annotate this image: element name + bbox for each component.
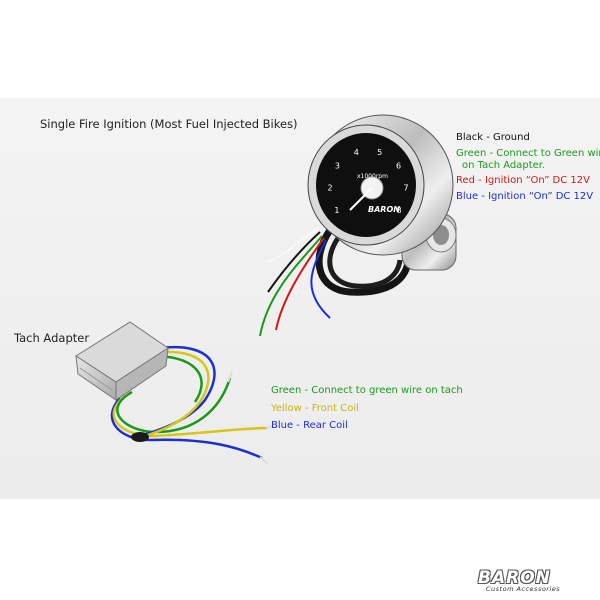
gauge-unit-text: x1000rpm [357,173,388,180]
gauge-wire-blue [310,239,331,319]
wire-label-black: Black - Ground [456,132,530,143]
tach-adapter-box [75,321,169,401]
brand-tagline: Custom Accessories [486,585,561,593]
adapter-wire-blue [110,397,263,460]
adapter-wires [110,345,277,465]
adapter-wire-yellow-2 [137,350,210,440]
tach-adapter-label: Tach Adapter [14,331,90,345]
tachometer-gauge: 1 2 3 4 5 6 7 8 x1000rpm BARON [307,114,454,256]
wire-label-green: Green - Connect to Green wire [456,148,600,159]
adapter-wire-green-2 [157,354,203,403]
dial-number-1: 1 [334,206,339,215]
dial-number-6: 6 [396,161,401,170]
wire-label-blue: Blue - Ignition “On” DC 12V [456,191,594,202]
gauge-wire-black [267,231,321,293]
gauge-wire-red [275,237,325,331]
wire-label-green-cont: on Tach Adapter. [462,160,546,171]
gauge-wire-green [259,235,323,337]
diagram-title: Single Fire Ignition (Most Fuel Injected… [40,117,298,131]
adapter-wire-label-blue: Blue - Rear Coil [271,420,348,431]
dial-number-2: 2 [327,184,332,193]
brand-name: BARON [478,568,551,588]
dial-number-3: 3 [335,161,340,170]
gauge-face-logo: BARON [368,205,400,214]
dial-number-4: 4 [354,148,359,157]
dial-number-7: 7 [403,184,408,193]
adapter-wire-label-yellow: Yellow - Front Coil [271,403,359,414]
wire-tip-blue [259,456,269,465]
dial-numbers: 1 2 3 4 5 6 7 8 [327,148,408,215]
wire-tip-green [227,371,233,383]
gauge-wires [259,227,331,337]
dial-number-5: 5 [377,148,382,157]
wire-label-red: Red - Ignition “On” DC 12V [456,175,590,186]
dial-number-8: 8 [397,206,402,215]
adapter-wire-label-green: Green - Connect to green wire on tach [271,385,463,396]
gauge-wire-white [267,227,319,263]
wire-tip-yellow [265,425,277,429]
adapter-wire-yellow [112,395,269,438]
product-photo-background [0,98,600,499]
brand-logo: BARON Custom Accessories [478,568,593,594]
wire-tie [131,432,149,442]
